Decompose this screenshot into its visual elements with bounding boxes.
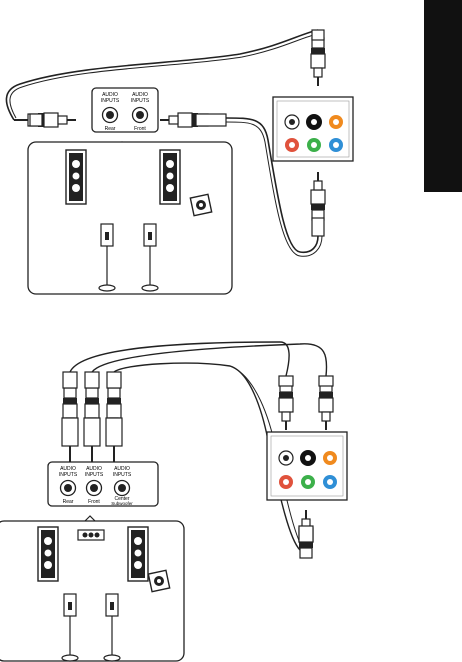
jack-caption: Center: [114, 496, 129, 502]
top-rear-cable: [5, 29, 319, 121]
jack-caption: Rear: [105, 126, 116, 132]
top-rear-panel: [272, 96, 354, 162]
bottom-rear-panel: [266, 431, 348, 501]
tower-speaker-icon: [127, 526, 149, 582]
bottom-cable-1: [69, 341, 290, 377]
audio-jack-icon: [101, 106, 119, 124]
subwoofer-icon: [189, 193, 213, 217]
audio-jack-icon: [131, 106, 149, 124]
audio-jack-icon: [59, 479, 77, 497]
jack-label-line1: AUDIO: [114, 466, 130, 472]
plug-icon: [195, 113, 227, 127]
jack-caption: Front: [88, 499, 100, 505]
plug-icon: [311, 217, 325, 237]
top-speaker-box: [27, 141, 233, 295]
plug-icon: [318, 381, 334, 431]
subwoofer-icon: [147, 569, 171, 593]
plug-icon: [311, 29, 325, 41]
plug-icon: [310, 37, 326, 87]
plug-icon: [278, 381, 294, 431]
tower-speaker-icon: [159, 149, 181, 205]
jack-label-line2: INPUTS: [113, 472, 132, 478]
center-speaker-icon: [77, 529, 105, 541]
top-jack-box: AUDIO INPUTS AUDIO INPUTS Rear Front: [91, 87, 159, 133]
bottom-diagram: AUDIO INPUTS AUDIO INPUTS AUDIO INPUTS R…: [0, 341, 348, 662]
top-rear-cable-inner: [9, 33, 319, 119]
jack-label-line2: INPUTS: [131, 98, 150, 104]
bottom-cable-2: [91, 343, 328, 377]
plug-icon: [29, 113, 43, 127]
jack-caption: Front: [134, 126, 146, 132]
bottom-speaker-box: [0, 515, 185, 662]
plug-icon: [310, 171, 326, 221]
tower-speaker-icon: [65, 149, 87, 205]
jack-label-line1: AUDIO: [102, 92, 118, 98]
audio-jack-icon: [85, 479, 103, 497]
jack-caption-line2: Subwoofer: [111, 501, 133, 506]
top-diagram: AUDIO INPUTS AUDIO INPUTS Rear Front: [5, 29, 354, 295]
jack-label-line1: AUDIO: [132, 92, 148, 98]
side-tab: [424, 0, 462, 192]
bottom-cable-3: [113, 362, 301, 551]
top-front-cable: [225, 117, 319, 254]
jack-label-line2: INPUTS: [85, 472, 104, 478]
top-front-cable-inner: [225, 121, 323, 257]
bottom-jack-box: AUDIO INPUTS AUDIO INPUTS AUDIO INPUTS R…: [47, 461, 159, 507]
jack-label-line1: AUDIO: [86, 466, 102, 472]
tower-speaker-icon: [37, 526, 59, 582]
jack-label-line2: INPUTS: [59, 472, 78, 478]
jack-caption: Rear: [63, 499, 74, 505]
audio-jack-icon: [113, 479, 131, 497]
jack-label-line2: INPUTS: [101, 98, 120, 104]
jack-label-line1: AUDIO: [60, 466, 76, 472]
